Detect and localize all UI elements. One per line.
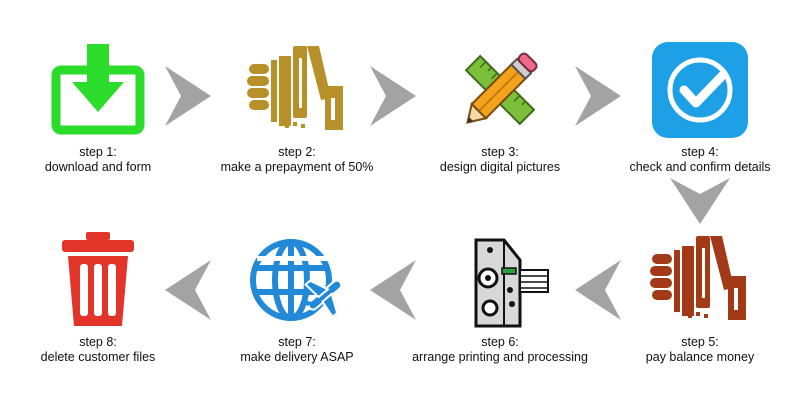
step-description: arrange printing and processing: [412, 350, 588, 364]
step-4: step 4: check and confirm details: [610, 38, 790, 175]
step-description: delete customer files: [40, 350, 156, 364]
trash-icon: [62, 232, 134, 326]
step-1: step 1: download and form: [8, 38, 188, 175]
step-title: step 3:: [481, 145, 519, 159]
step-title: step 4:: [681, 145, 719, 159]
step-description: make delivery ASAP: [240, 350, 354, 364]
step-description: make a prepayment of 50%: [220, 160, 374, 174]
pencil-ruler-icon: [464, 52, 538, 126]
checkmark-icon: [652, 42, 748, 138]
arrow-left-icon: [165, 260, 211, 320]
download-icon: [51, 44, 145, 135]
step-description: design digital pictures: [439, 160, 561, 174]
step-7: step 7: make delivery ASAP: [207, 228, 387, 365]
step-6: step 6: arrange printing and processing: [410, 228, 590, 365]
hand-money-icon: [650, 236, 746, 320]
step-title: step 8:: [79, 335, 117, 349]
step-2: step 2: make a prepayment of 50%: [207, 38, 387, 175]
step-title: step 7:: [278, 335, 316, 349]
step-title: step 6:: [481, 335, 519, 349]
step-3: step 3: design digital pictures: [410, 38, 590, 175]
printer-machine-icon: [474, 238, 549, 328]
step-5: step 5: pay balance money: [610, 228, 790, 365]
step-description: pay balance money: [645, 350, 755, 364]
step-title: step 2:: [278, 145, 316, 159]
arrow-right-icon: [575, 66, 621, 126]
step-8: step 8: delete customer files: [8, 228, 188, 365]
arrow-right-icon: [165, 66, 211, 126]
step-title: step 1:: [79, 145, 117, 159]
globe-plane-icon: [250, 239, 343, 321]
step-description: check and confirm details: [629, 160, 771, 174]
step-title: step 5:: [681, 335, 719, 349]
arrow-left-icon: [575, 260, 621, 320]
step-description: download and form: [44, 160, 152, 174]
arrow-down-icon: [670, 178, 730, 224]
arrow-left-icon: [370, 260, 416, 320]
arrow-right-icon: [370, 66, 416, 126]
hand-money-icon: [247, 46, 343, 130]
